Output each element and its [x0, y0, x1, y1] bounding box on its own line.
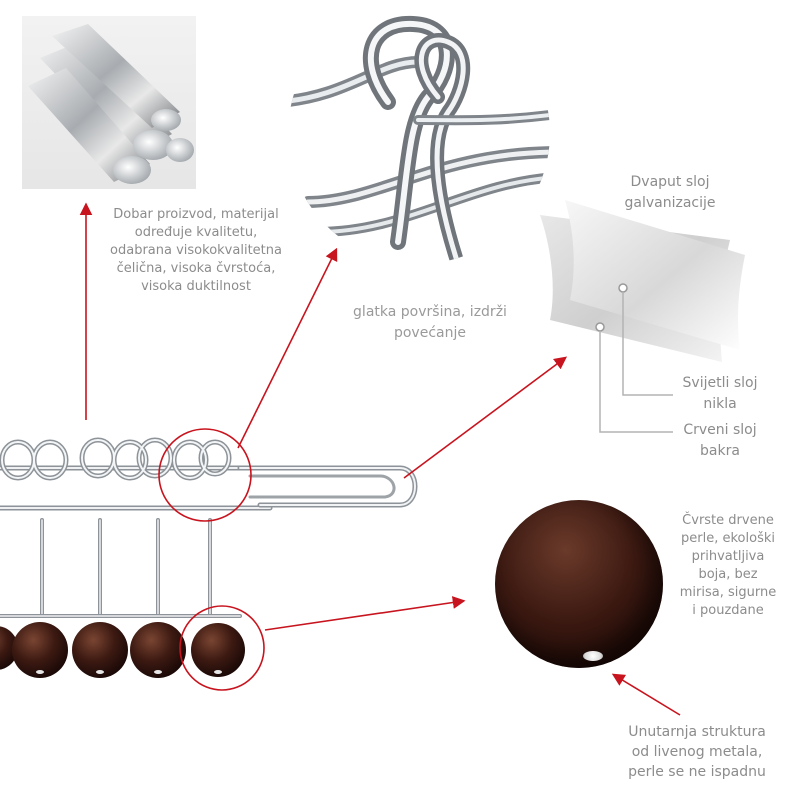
plating-inner-layer	[565, 200, 745, 350]
plating-arrow	[403, 356, 568, 479]
plating-caption: Dvaput sloj galvanizacije	[624, 174, 716, 211]
wood-beads-row	[0, 622, 245, 678]
steel-rods-icon	[28, 24, 194, 184]
bead-arrow	[264, 596, 466, 631]
copper-leader-line	[599, 331, 673, 433]
rings-highlight-circle	[158, 428, 252, 522]
nickel-caption: Svijetli sloj nikla	[682, 375, 758, 412]
surface-caption: glatka površina, izdrži povećanje	[353, 304, 507, 341]
wire-zoom-photo	[288, 2, 550, 264]
structure-caption: Unutarnja struktura od livenog metala, p…	[628, 724, 766, 780]
wood-bead-photo	[495, 500, 663, 668]
surface-arrow	[237, 247, 338, 449]
material-caption: Dobar proizvod, materijal određuje kvali…	[110, 207, 282, 294]
bead-hole-icon	[583, 651, 603, 661]
wire-frame	[0, 437, 418, 618]
beads-caption: Čvrste drvene perle, ekološki prihvatlji…	[679, 513, 777, 618]
structure-arrow	[611, 673, 681, 716]
copper-caption: Crveni sloj bakra	[683, 422, 757, 459]
wire-zoom-icon	[288, 15, 550, 264]
nickel-leader-line	[622, 292, 673, 396]
bead-highlight-circle	[179, 605, 265, 691]
steel-rods-photo	[22, 16, 196, 189]
